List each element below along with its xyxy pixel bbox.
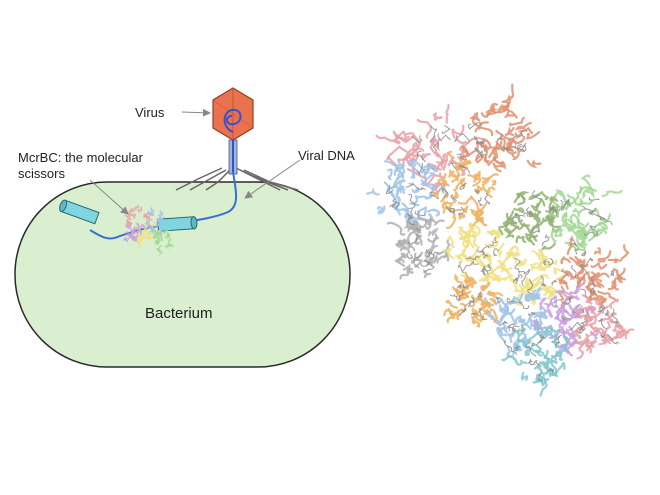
cylinder-right bbox=[157, 216, 198, 232]
virus-particle bbox=[212, 87, 254, 175]
label-virus: Virus bbox=[135, 105, 165, 120]
arrow-virus bbox=[181, 108, 211, 117]
cylinder-left bbox=[59, 199, 100, 225]
label-viral-dna: Viral DNA bbox=[298, 148, 355, 163]
label-bacterium: Bacterium bbox=[145, 305, 213, 322]
arrow-viral-dna bbox=[244, 159, 301, 199]
virus-dna-coil bbox=[223, 108, 242, 133]
label-mcrbc-line1: McrBC: the molecular bbox=[18, 150, 144, 165]
mcrbc-structure-large bbox=[366, 83, 635, 397]
arrow-mcrbc bbox=[89, 179, 129, 215]
virus-tail-fibers bbox=[175, 167, 299, 191]
label-mcrbc-line2: scissors bbox=[18, 166, 65, 181]
bacterium-cell bbox=[14, 181, 351, 368]
mcrbc-complex-small bbox=[122, 204, 174, 256]
